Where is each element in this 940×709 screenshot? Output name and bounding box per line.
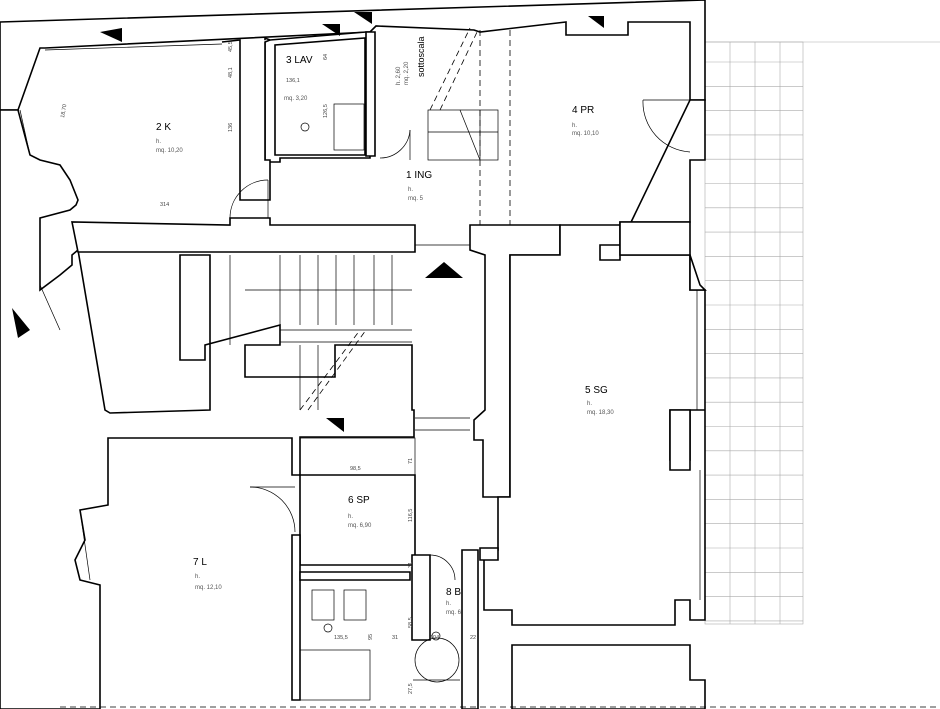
room-8b-name: 8 B: [446, 587, 461, 598]
stair-label: sottoscala: [416, 36, 426, 77]
marker-center: [425, 262, 463, 278]
dim-1361: 136,1: [286, 78, 300, 84]
room-5sg-name: 5 SG: [585, 385, 608, 396]
dim-31a: 31: [408, 562, 414, 568]
fixtures: [299, 103, 441, 701]
room-labels: 2 K h. mq. 10,20 3 LAV mq. 3,20 1 ING h.…: [156, 36, 614, 616]
dim-71: 71: [408, 458, 414, 464]
dimension-labels: 314 136 48,1 45,5 136,1 64 126,5 18,70 9…: [60, 41, 476, 694]
marker-pr: [588, 16, 604, 28]
room-7l-name: 7 L: [193, 557, 207, 568]
room-3lav-mq: mq. 3,20: [284, 96, 308, 102]
dim-104: 104: [430, 635, 439, 641]
interior-lines: [19, 27, 940, 708]
room-7l-h: h.: [195, 574, 200, 580]
marker-north: [100, 28, 122, 42]
room-2k-mq: mq. 10,20: [156, 148, 183, 154]
dim-136: 136: [228, 123, 234, 132]
room-8b-h: h.: [446, 601, 451, 607]
dim-1265: 126,5: [323, 104, 329, 118]
room-7l-mq: mq. 12,10: [195, 585, 222, 591]
dim-225: 22: [470, 635, 476, 641]
dim-1355: 135,5: [334, 635, 348, 641]
walls: [0, 0, 707, 709]
room-6sp-mq: mq. 6,90: [348, 523, 372, 529]
room-4pr-h: h.: [572, 123, 577, 129]
room-6sp-name: 6 SP: [348, 495, 370, 506]
room-5sg-mq: mq. 18,30: [587, 410, 614, 416]
stair-h: h. 2,60: [396, 66, 402, 85]
dim-1165: 116,5: [408, 509, 414, 522]
room-1ing-name: 1 ING: [406, 170, 432, 181]
room-5sg-h: h.: [587, 401, 592, 407]
room-2k-h: h.: [156, 139, 161, 145]
terrace-grid: [704, 41, 940, 625]
room-2k-name: 2 K: [156, 122, 171, 133]
dim-481: 48,1: [228, 67, 234, 78]
dim-95: 95: [368, 634, 374, 640]
dim-455: 45,5: [228, 41, 234, 52]
marker-west: [12, 308, 30, 338]
markers: [12, 12, 604, 432]
room-1ing-mq: mq. 5: [408, 196, 424, 202]
dim-985: 98,5: [350, 466, 361, 472]
marker-lav: [322, 24, 340, 36]
dim-31b: 31: [392, 635, 398, 641]
marker-top: [354, 12, 372, 24]
room-8b-mq: mq. 6: [446, 610, 462, 616]
room-4pr-name: 4 PR: [572, 105, 594, 116]
doors: [229, 99, 691, 683]
dim-314: 314: [160, 202, 169, 208]
dim-64: 64: [323, 54, 329, 60]
stair-mq: mq. 2,20: [404, 61, 410, 85]
room-6sp-h: h.: [348, 514, 353, 520]
dim-275: 27,5: [408, 683, 414, 694]
room-4pr-mq: mq. 10,10: [572, 131, 599, 137]
room-1ing-h: h.: [408, 187, 413, 193]
marker-mid: [326, 418, 344, 432]
dim-1870: 18,70: [60, 104, 68, 119]
room-3lav-name: 3 LAV: [286, 55, 313, 66]
dim-585: 58,5: [408, 617, 414, 628]
